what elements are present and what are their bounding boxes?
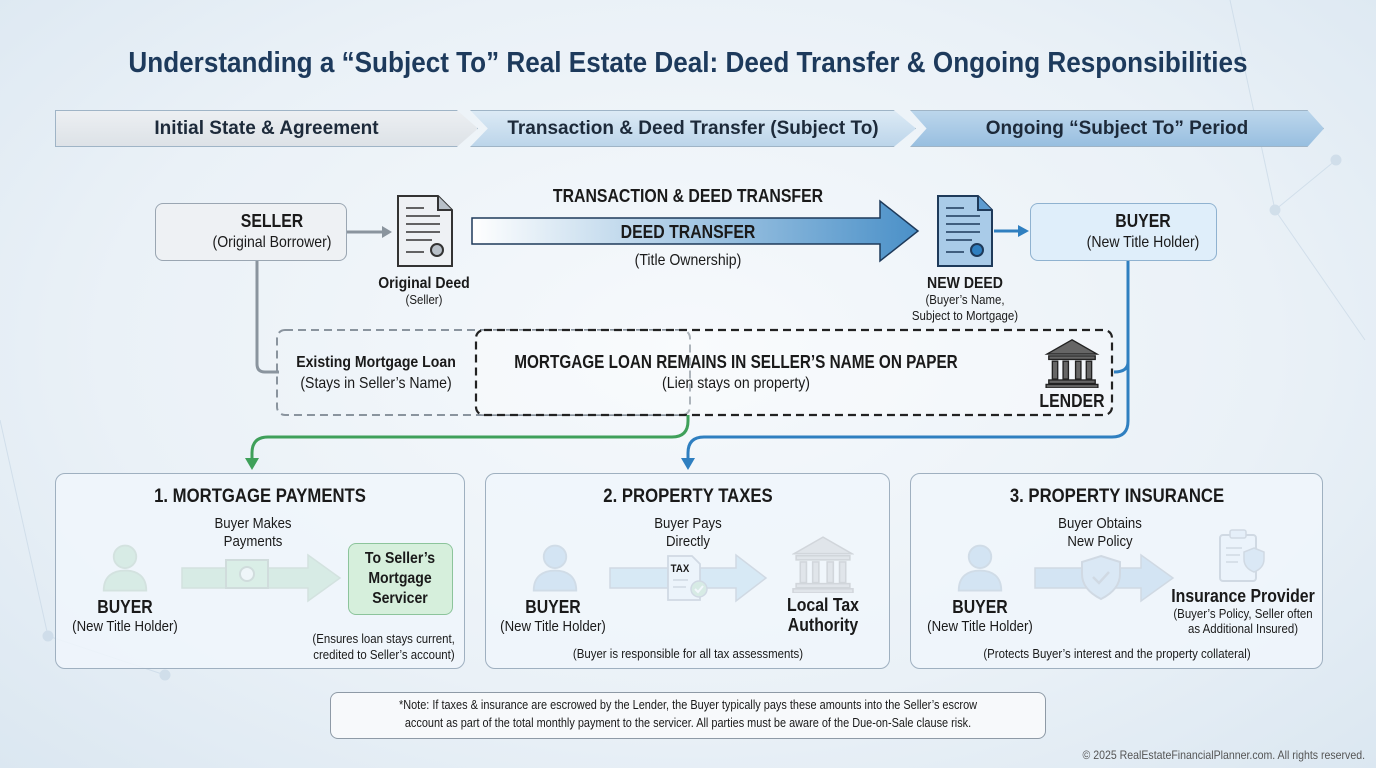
servicer-line3: Servicer	[372, 590, 428, 607]
tax-label: TAX	[670, 563, 690, 575]
panel3-title: 3. PROPERTY INSURANCE	[1009, 486, 1225, 507]
panel-property-insurance	[910, 473, 1323, 669]
page-title: Understanding a “Subject To” Real Estate…	[128, 47, 1248, 79]
deed-to-buyer-arrow	[994, 225, 1029, 237]
panel1-action-line1: Buyer Makes	[214, 515, 292, 532]
panel2-party-label: BUYER	[525, 597, 581, 617]
seller-loan-connector	[255, 261, 279, 374]
existing-loan-label: Existing Mortgage Loan	[296, 354, 456, 371]
arrow-to-taxes	[681, 458, 695, 470]
new-deed-sub2: Subject to Mortgage)	[911, 308, 1019, 323]
seller-name: SELLER	[240, 211, 304, 231]
lender-label: LENDER	[1039, 391, 1105, 411]
phase-transaction: Transaction & Deed Transfer (Subject To)	[470, 110, 916, 147]
original-deed-label: Original Deed	[378, 275, 470, 292]
green-connector	[250, 415, 690, 460]
panel1-action-line2: Payments	[223, 533, 283, 550]
loan-remains-dashed-box	[474, 328, 1114, 417]
panel2-action-line1: Buyer Pays	[654, 515, 722, 532]
panel1-title: 1. MORTGAGE PAYMENTS	[154, 486, 366, 507]
loan-remains-sub: (Lien stays on property)	[662, 375, 810, 392]
escrow-note	[330, 692, 1046, 739]
panel1-party-label: BUYER	[97, 597, 153, 617]
original-deed-icon	[397, 195, 453, 267]
loan-remains-label: MORTGAGE LOAN REMAINS IN SELLER’S NAME O…	[514, 352, 958, 372]
deed-transfer-arrow	[471, 199, 920, 263]
phase-initial-state: Initial State & Agreement	[55, 110, 478, 147]
transaction-header: TRANSACTION & DEED TRANSFER	[552, 186, 824, 206]
phase-ongoing: Ongoing “Subject To” Period	[910, 110, 1324, 147]
new-deed-label: NEW DEED	[927, 275, 1003, 292]
title-ownership-label: (Title Ownership)	[634, 252, 742, 269]
seller-sub: (Original Borrower)	[212, 234, 332, 251]
buyer-connector	[686, 261, 1130, 460]
panel1-party-sub: (New Title Holder)	[72, 618, 178, 635]
buyer-box	[1030, 203, 1217, 261]
note-line1: *Note: If taxes & insurance are escrowed…	[398, 697, 978, 712]
panel-property-taxes	[485, 473, 890, 669]
panel2-title: 2. PROPERTY TAXES	[603, 486, 773, 507]
panel2-footnote: (Buyer is responsible for all tax assess…	[572, 646, 804, 661]
tax-authority-line2: Authority	[787, 615, 859, 635]
note-line2: account as part of the total monthly pay…	[404, 715, 972, 730]
seller-box	[155, 203, 347, 261]
panel3-action-line1: Buyer Obtains	[1058, 515, 1142, 532]
copyright: © 2025 RealEstateFinancialPlanner.com. A…	[1082, 748, 1365, 762]
servicer-line2: Mortgage	[368, 570, 432, 587]
insurance-provider-sub1: (Buyer’s Policy, Seller often	[1173, 606, 1313, 621]
buyer-name: BUYER	[1115, 211, 1171, 231]
panel3-party-sub: (New Title Holder)	[927, 618, 1033, 635]
seller-mortgage-servicer-box	[348, 543, 453, 615]
buyer-sub: (New Title Holder)	[1086, 234, 1200, 251]
panel1-foot-line1: (Ensures loan stays current,	[312, 631, 455, 646]
panel1-foot-line2: credited to Seller’s account)	[313, 647, 455, 662]
panel3-action-line2: New Policy	[1067, 533, 1133, 550]
insurance-provider-sub2: as Additional Insured)	[1187, 621, 1299, 636]
seller-to-deed-arrow	[347, 226, 392, 238]
panel2-action-line2: Directly	[665, 533, 711, 550]
deed-transfer-label: DEED TRANSFER	[620, 222, 756, 242]
insurance-provider-label: Insurance Provider	[1171, 586, 1315, 606]
new-deed-icon	[937, 195, 993, 267]
tax-authority-line1: Local Tax	[787, 595, 859, 615]
existing-loan-dashed-box	[276, 329, 691, 416]
new-deed-sub1: (Buyer’s Name,	[925, 292, 1005, 307]
panel3-party-label: BUYER	[952, 597, 1008, 617]
panel2-party-sub: (New Title Holder)	[500, 618, 606, 635]
original-deed-sub: (Seller)	[405, 292, 443, 307]
existing-loan-sub: (Stays in Seller’s Name)	[300, 375, 452, 392]
servicer-line1: To Seller’s	[364, 550, 436, 567]
panel3-footnote: (Protects Buyer’s interest and the prope…	[983, 646, 1251, 661]
arrow-to-mortgage	[245, 458, 259, 470]
